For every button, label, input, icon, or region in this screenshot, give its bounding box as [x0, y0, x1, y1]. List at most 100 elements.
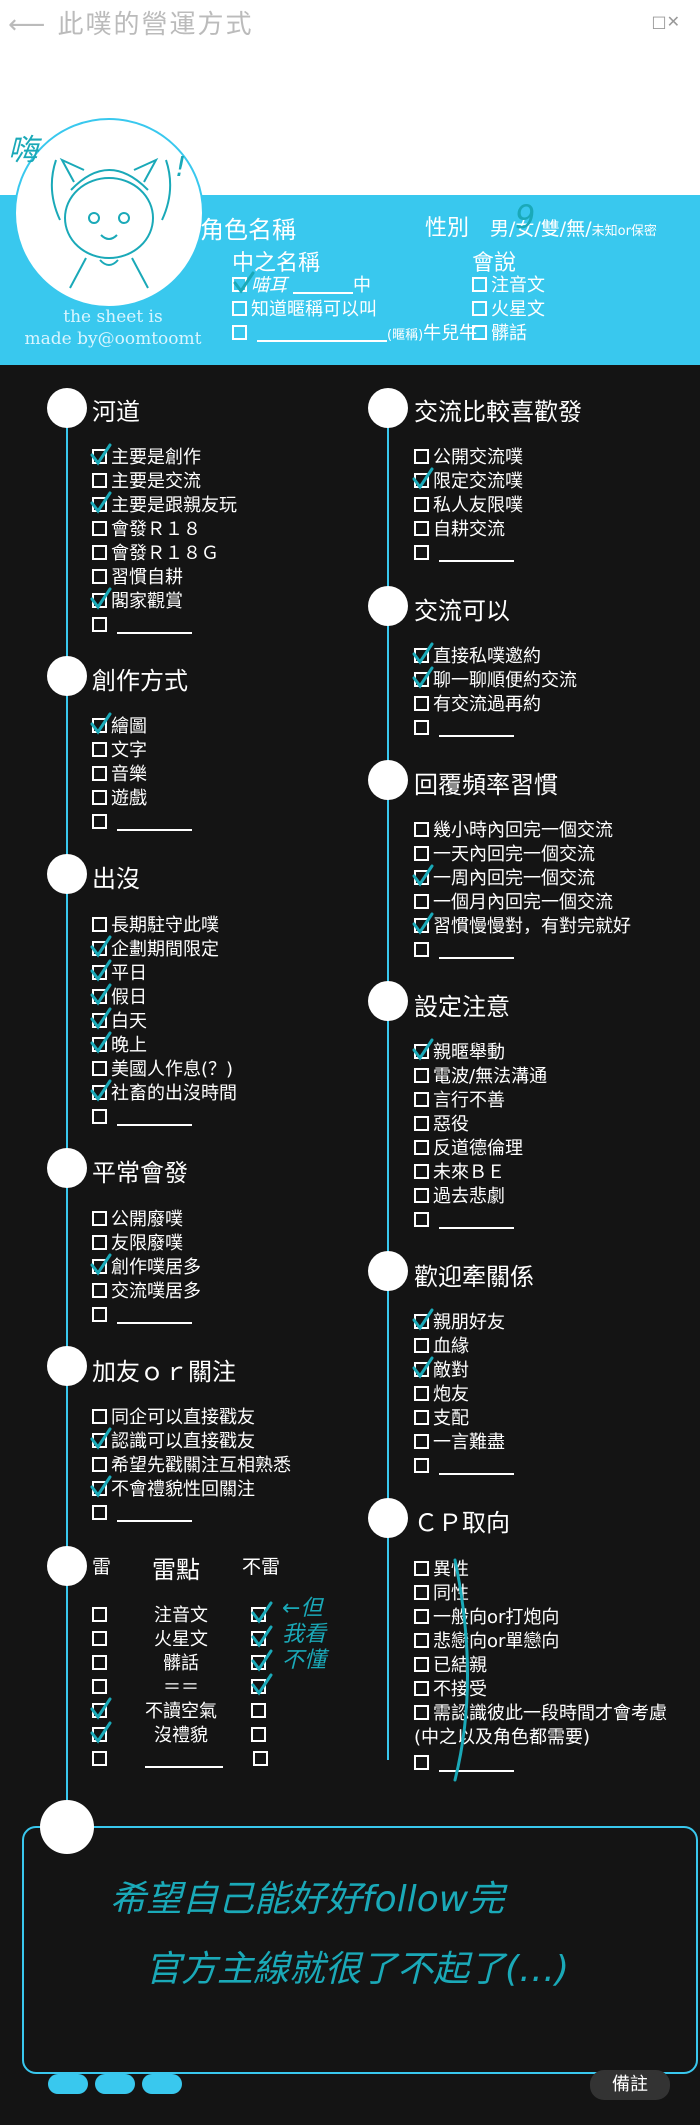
chumo-option[interactable]: 美國人作息(？)	[92, 1058, 233, 1082]
cp-option[interactable]: 不接受	[414, 1678, 487, 1702]
usual-option[interactable]: 公開廢噗	[92, 1208, 183, 1232]
sheet-body	[0, 365, 700, 2125]
chumo-blank[interactable]	[92, 1106, 192, 1130]
mine-hand-note: ←但我看不懂	[282, 1596, 327, 1673]
cp-option[interactable]: 已結親	[414, 1654, 487, 1678]
likes-blank[interactable]	[414, 542, 514, 566]
cp-note: (中之以及角色都需要)	[414, 1727, 591, 1748]
welcome-option[interactable]: 炮友	[414, 1383, 469, 1407]
speech-option[interactable]: 注音文	[472, 274, 545, 298]
setting-option[interactable]: 未來ＢＥ	[414, 1161, 505, 1185]
section-title-canx: 交流可以	[414, 597, 510, 625]
friend-option[interactable]: 同企可以直接戳友	[92, 1406, 255, 1430]
memo-button[interactable]: 備註	[590, 2070, 670, 2100]
setting-option[interactable]: 電波/無法溝通	[414, 1065, 547, 1089]
hedao-option[interactable]: 習慣自耕	[92, 566, 183, 590]
mine-blank-row[interactable]	[92, 1748, 272, 1772]
color-swatch	[142, 2074, 182, 2094]
cp-option[interactable]: 異性	[414, 1558, 469, 1582]
setting-option[interactable]: 反道德倫理	[414, 1137, 523, 1161]
welcome-blank[interactable]	[414, 1455, 514, 1479]
setting-option[interactable]: 言行不善	[414, 1089, 505, 1113]
notes-hand-line: 官方主線就很了不起了(…)	[145, 1949, 570, 1990]
gender-label: 性別	[425, 216, 470, 241]
likes-option[interactable]: 私人友限噗	[414, 494, 523, 518]
corner-doodle: 嗨	[8, 133, 38, 168]
section-title-create: 創作方式	[92, 667, 188, 695]
left-timeline	[66, 410, 68, 1800]
welcome-option[interactable]: 一言難盡	[414, 1431, 505, 1455]
avatar	[14, 118, 204, 308]
reply-option[interactable]: 一天內回完一個交流	[414, 843, 595, 867]
section-title-mine: 雷點	[152, 1556, 200, 1584]
section-title-likes: 交流比較喜歡發	[414, 398, 582, 426]
reply-option[interactable]: 幾小時內回完一個交流	[414, 819, 613, 843]
welcome-option[interactable]: 血緣	[414, 1335, 469, 1359]
section-title-welcome: 歡迎牽關係	[414, 1263, 534, 1291]
section-title-usual: 平常會發	[92, 1159, 188, 1187]
section-dot	[47, 854, 87, 894]
friend-option[interactable]: 希望先戳關注互相熟悉	[92, 1454, 291, 1478]
hedao-option[interactable]: 會發Ｒ１８Ｇ	[92, 542, 219, 566]
reply-option[interactable]: 一個月內回完一個交流	[414, 891, 613, 915]
notes-hand-line: 希望自己能好好follow完	[110, 1879, 505, 1920]
mine-right-label: 不雷	[242, 1556, 281, 1578]
likes-option[interactable]: 自耕交流	[414, 518, 505, 542]
section-title-chumo: 出沒	[92, 865, 140, 893]
nickname-field[interactable]: (暱稱)牛兒牛	[232, 322, 477, 348]
setting-option[interactable]: 過去悲劇	[414, 1185, 505, 1209]
avatar-sketch	[50, 157, 172, 289]
section-dot	[47, 388, 87, 428]
hedao-blank[interactable]	[92, 614, 192, 638]
section-dot	[47, 1148, 87, 1188]
setting-blank[interactable]	[414, 1209, 514, 1233]
section-title-friend: 加友ｏｒ關注	[92, 1358, 236, 1386]
cp-option[interactable]: 需認識彼此一段時間才會考慮	[414, 1702, 667, 1726]
welcome-option[interactable]: 支配	[414, 1407, 469, 1431]
reply-blank[interactable]	[414, 939, 514, 963]
speech-label: 會說	[472, 251, 517, 276]
create-blank[interactable]	[92, 811, 192, 835]
mine-left-label: 雷	[92, 1556, 112, 1578]
usual-option[interactable]: 友限廢噗	[92, 1232, 183, 1256]
hedao-option[interactable]: 主要是交流	[92, 470, 201, 494]
create-option[interactable]: 音樂	[92, 763, 147, 787]
section-dot	[47, 1346, 87, 1386]
chinese-name-label: 中之名稱	[232, 251, 321, 276]
create-option[interactable]: 遊戲	[92, 787, 147, 811]
section-title-hedao: 河道	[92, 398, 140, 426]
gender-options[interactable]: 男/女/雙/無/未知or保密	[490, 218, 657, 240]
friend-blank[interactable]	[92, 1502, 192, 1526]
section-title-setting: 設定注意	[414, 993, 510, 1021]
notes-box[interactable]	[22, 1826, 698, 2074]
notes-dot	[40, 1800, 94, 1854]
create-option[interactable]: 文字	[92, 739, 147, 763]
setting-option[interactable]: 惡役	[414, 1113, 469, 1137]
usual-blank[interactable]	[92, 1304, 192, 1328]
window-controls-icon[interactable]: □✕	[651, 12, 680, 31]
section-title-reply: 回覆頻率習慣	[414, 771, 558, 799]
section-dot	[368, 981, 408, 1021]
nickname-option[interactable]: 知道暱稱可以叫	[232, 298, 377, 322]
gender-circle-mark: 9	[515, 198, 536, 236]
chumo-option[interactable]: 長期駐守此噗	[92, 914, 219, 938]
section-dot	[368, 760, 408, 800]
section-dot	[47, 1546, 87, 1586]
section-dot	[368, 388, 408, 428]
likes-option[interactable]: 公開交流噗	[414, 446, 523, 470]
canx-option[interactable]: 有交流過再約	[414, 693, 541, 717]
page-title: ⟵ 此噗的營運方式	[8, 10, 254, 40]
color-swatch	[95, 2074, 135, 2094]
right-timeline	[387, 410, 389, 1760]
usual-option[interactable]: 交流噗居多	[92, 1280, 201, 1304]
hedao-option[interactable]: 會發Ｒ１８	[92, 518, 201, 542]
section-dot	[368, 586, 408, 626]
speech-option[interactable]: 火星文	[472, 298, 545, 322]
role-name-label: 角色名稱	[200, 216, 296, 244]
speech-option[interactable]: 髒話	[472, 322, 527, 346]
canx-blank[interactable]	[414, 717, 514, 741]
cp-blank[interactable]	[414, 1752, 514, 1776]
back-arrow-icon[interactable]: ⟵	[8, 10, 48, 40]
